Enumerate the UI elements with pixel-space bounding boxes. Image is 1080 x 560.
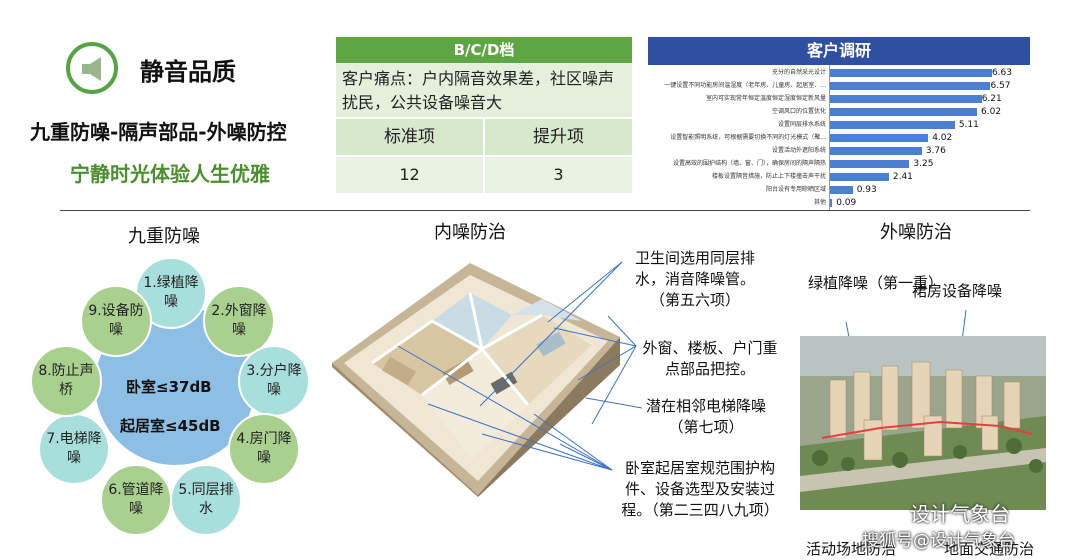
survey-value: 6.02 [981,107,1002,117]
section-title: 静音品质 [140,58,236,86]
survey-category: 一键设置不同功能房间温湿度（老年房、儿童房、起居室、... [664,82,826,89]
survey-row: 空调风口的位置优化 6.02 [648,106,1030,118]
survey-value: 0.93 [856,185,877,195]
survey-bar [830,108,978,116]
survey-bar [830,134,929,142]
survey-row: 充分的自然采光设计 6.63 [648,67,1030,79]
slogan: 宁静时光体验人生优雅 [70,162,270,186]
survey-bar [830,147,922,155]
callout-windows: 外窗、楼板、户门重点部品把控。 [642,339,778,378]
outer-activity-label: 活动场地防治 [806,540,897,558]
outer-green-label: 绿植降噪（第一重） [808,274,944,292]
chart-axis [829,65,830,210]
flower-petal: 2.外窗降噪 [203,285,275,357]
floorplan-illustration [332,263,620,497]
wechat-watermark: 设计气象台 [910,502,1010,526]
petal-label: 5.同层排水 [178,482,234,517]
petal-label: 2.外窗降噪 [211,303,267,338]
survey-bar [830,186,853,194]
survey-row: 设置活动外遮阳系统 3.76 [648,145,1030,157]
petal-label: 3.分户降噪 [246,363,302,398]
survey-category: 设置智能照明系统，可根据需要切换不同的灯光模式（聚... [670,134,826,141]
survey-row: 设置同层排水系统 5.11 [648,119,1030,131]
divider [60,210,1030,211]
aerial-photo [800,336,1046,510]
survey-category: 阳台设有专用晾晒区域 [765,186,826,193]
survey-value: 4.02 [932,133,953,143]
petal-label: 6.管道降噪 [108,482,164,517]
survey-bar [830,69,992,77]
petal-label: 9.设备防噪 [88,303,144,338]
outer-podium-label: 裙房设备降噪 [912,282,1003,300]
survey-category: 充分的自然采光设计 [771,69,826,76]
bedroom-limit: 卧室≤37dB [126,378,212,396]
survey-bar [830,199,833,207]
survey-value: 6.57 [990,81,1011,91]
survey-category: 设置高效的围护结构（墙、窗、门），确保房间的隔声隔热 [672,160,826,167]
petal-label: 8.防止声桥 [38,363,94,398]
flower-petal: 7.电梯降噪 [38,413,110,485]
survey-category: 空调风口的位置优化 [771,108,826,115]
survey-value: 3.76 [925,146,946,156]
survey-title: 客户调研 [648,37,1030,65]
flower-petal: 4.房门降噪 [228,413,300,485]
callout-elevator: 潜在相邻电梯降噪（第七项） [645,397,766,436]
petal-label: 1.绿植降噪 [143,275,199,310]
survey-bar [830,82,991,90]
survey-value: 6.63 [991,68,1012,78]
survey-bar [830,173,889,181]
survey-bar [830,160,910,168]
survey-panel: 客户调研 充分的自然采光设计 6.63 一键设置不同功能房间温湿度（老年房、儿童房、… [648,37,1030,212]
sohu-watermark: 搜狐号@设计气象台 [862,531,1015,551]
standard-count: 12 [336,157,483,193]
flower-petal: 3.分户降噪 [238,345,310,417]
inner-title: 内噪防治 [434,222,506,243]
standard-header: 标准项 [336,119,483,155]
outer-title: 外噪防治 [880,222,952,243]
pain-points: 客户痛点：户内隔音效果差，社区噪声扰民，公共设备噪音大 [336,63,632,117]
survey-row: 其他 0.09 [648,197,1030,209]
survey-row: 设置高效的围护结构（墙、窗、门），确保房间的隔声隔热 3.25 [648,158,1030,170]
survey-bar [830,121,955,129]
survey-chart: 充分的自然采光设计 6.63 一键设置不同功能房间温湿度（老年房、儿童房、起居室、.… [648,65,1030,212]
survey-row: 一键设置不同功能房间温湿度（老年房、儿童房、起居室、... 6.57 [648,80,1030,92]
survey-value: 0.09 [836,198,857,208]
survey-row: 设置智能照明系统，可根据需要切换不同的灯光模式（聚... 4.02 [648,132,1030,144]
speaker-icon [66,42,118,94]
survey-category: 设置活动外遮阳系统 [771,147,826,154]
survey-value: 3.25 [913,159,934,169]
upgrade-header: 提升项 [485,119,632,155]
survey-bar [830,95,982,103]
headline: 九重防噪-隔声部品-外噪防控 [30,120,287,144]
grade-table: B/C/D档 客户痛点：户内隔音效果差，社区噪声扰民，公共设备噪音大 标准项 提… [336,37,632,193]
survey-row: 楼板设置隔音措施，防止上下楼撞击声干扰 2.41 [648,171,1030,183]
upgrade-count: 3 [485,157,632,193]
survey-category: 其他 [813,199,826,206]
survey-row: 阳台设有专用晾晒区域 0.93 [648,184,1030,196]
survey-category: 设置同层排水系统 [777,121,826,128]
survey-row: 室内可实现常年恒定温度恒定湿度恒定新风量 6.21 [648,93,1030,105]
nine-title: 九重防噪 [128,226,200,247]
flower-petal: 8.防止声桥 [30,345,102,417]
survey-category: 室内可实现常年恒定温度恒定湿度恒定新风量 [705,95,826,102]
petal-label: 7.电梯降噪 [46,431,102,466]
survey-value: 5.11 [958,120,979,130]
survey-value: 6.21 [981,94,1002,104]
outer-traffic-label: 地面交通防治 [944,540,1035,558]
callout-rooms: 卧室起居室规范围护构件、设备选型及安装过程。（第二三四八九项） [621,459,779,519]
survey-value: 2.41 [892,172,913,182]
living-room-limit: 起居室≤45dB [120,417,221,435]
grade-title: B/C/D档 [336,37,632,63]
survey-category: 楼板设置隔音措施，防止上下楼撞击声干扰 [711,173,826,180]
flower-petal: 6.管道降噪 [100,464,172,536]
petal-label: 4.房门降噪 [236,431,292,466]
flower-petal: 9.设备防噪 [80,285,152,357]
callout-bathroom: 卫生间选用同层排水，消音降噪管。（第五六项） [634,249,755,309]
